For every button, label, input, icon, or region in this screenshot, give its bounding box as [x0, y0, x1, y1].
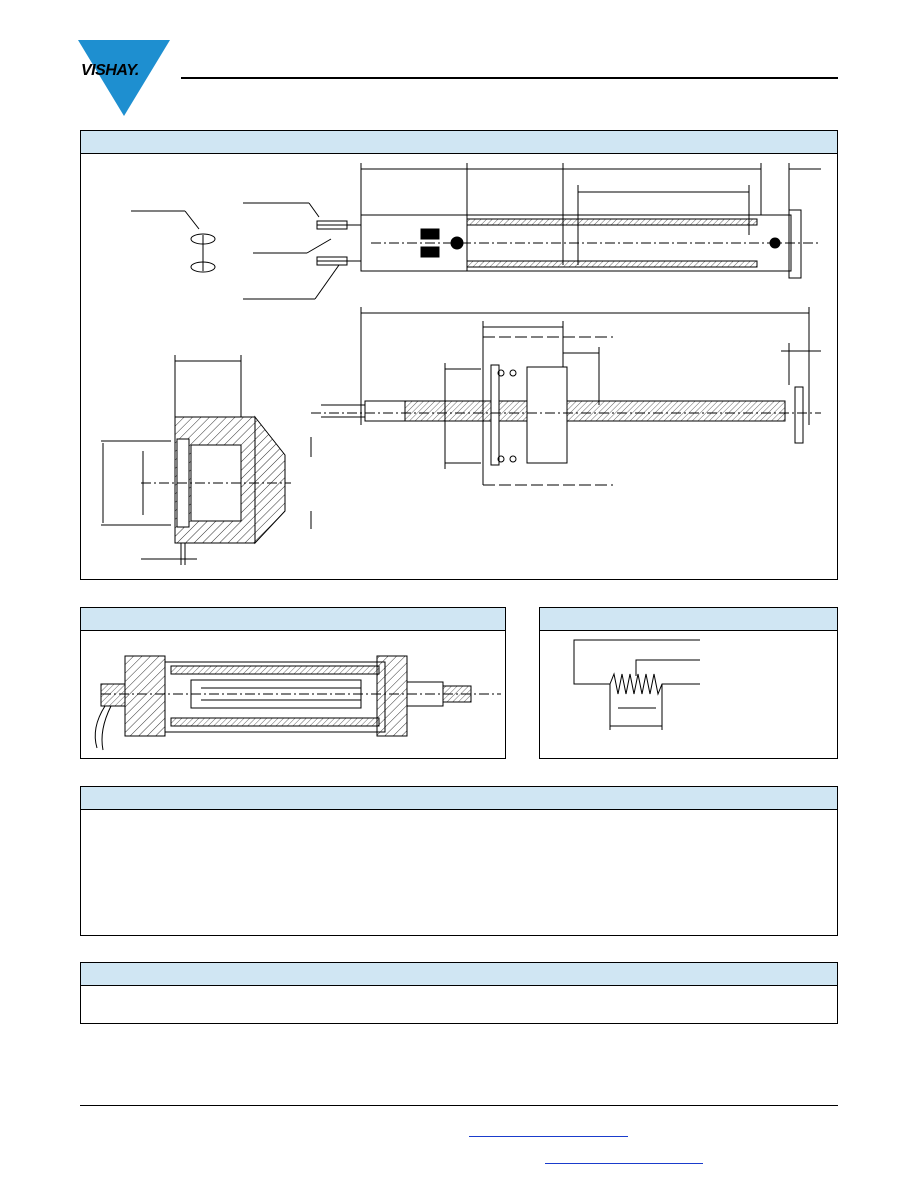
dimensions-panel-header: [81, 131, 837, 154]
cross-section-panel: [80, 607, 506, 759]
text-panel-b-body: [81, 987, 837, 1023]
cross-section-panel-header: [81, 608, 505, 631]
schematic-panel: [539, 607, 838, 759]
text-panel-b: [80, 962, 838, 1024]
schematic-panel-header: [540, 608, 837, 631]
footer-link-2[interactable]: [545, 1163, 703, 1164]
vishay-logo: [78, 40, 170, 116]
schematic-drawing: [573, 639, 700, 730]
text-panel-b-header: [81, 963, 837, 986]
text-panel-a-body: [81, 811, 837, 935]
cross-section-drawing: [94, 655, 501, 751]
dimensions-panel: [80, 130, 838, 580]
text-panel-a-header: [81, 787, 837, 810]
header-rule: [181, 77, 838, 79]
footer-rule: [80, 1105, 838, 1106]
dimension-drawing: [101, 163, 821, 565]
footer-link-1[interactable]: [469, 1136, 628, 1137]
vishay-logo-text: VISHAY.: [81, 62, 139, 79]
text-panel-a: [80, 786, 838, 936]
